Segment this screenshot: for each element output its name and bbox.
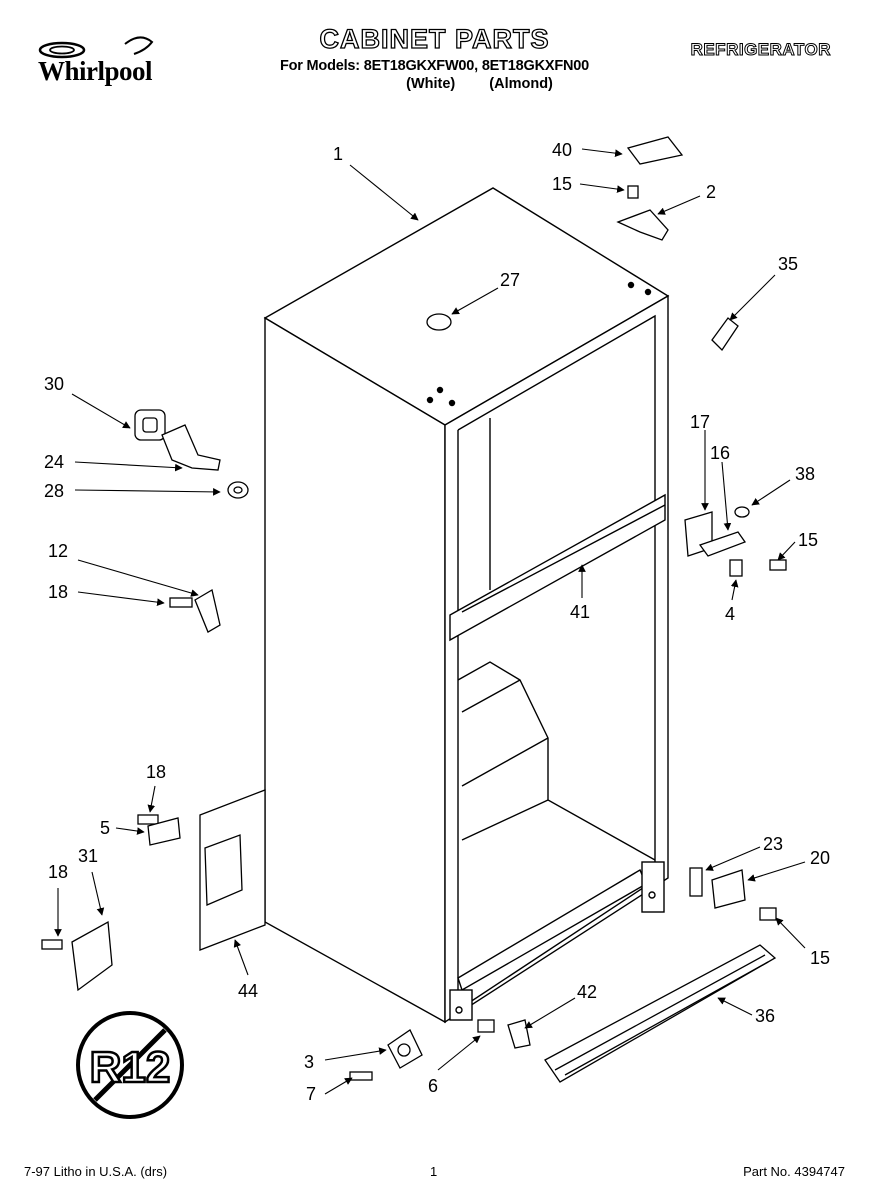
callout-30: 30 xyxy=(44,374,64,394)
callout-16: 16 xyxy=(710,443,730,463)
finish-white: (White) xyxy=(406,76,456,92)
footer-print-info: 7-97 Litho in U.S.A. (drs) xyxy=(24,1164,168,1179)
screw-part-18c xyxy=(41,939,63,950)
parts xyxy=(41,136,787,1083)
callout-28: 28 xyxy=(44,481,64,501)
brand-logo xyxy=(30,36,180,88)
center-hinge-part xyxy=(698,531,747,557)
callout-1: 1 xyxy=(333,144,343,164)
page-title: CABINET PARTS xyxy=(319,23,550,54)
callout-38: 38 xyxy=(795,464,815,484)
cover-part xyxy=(71,920,113,992)
bottom-hinge-part xyxy=(711,869,746,909)
grille-part xyxy=(544,944,777,1083)
callout-12: 12 xyxy=(48,541,68,561)
model-numbers: For Models: 8ET18GKXFW00, 8ET18GKXFN00 xyxy=(279,58,590,74)
callout-20: 20 xyxy=(810,848,830,868)
bracket-part xyxy=(194,588,221,633)
callout-23: 23 xyxy=(763,834,783,854)
screw-part-6 xyxy=(477,1019,495,1033)
callout-41: 41 xyxy=(570,602,590,622)
callout-5: 5 xyxy=(100,818,110,838)
cabinet-body xyxy=(263,187,670,1024)
category-label: REFRIGERATOR xyxy=(690,40,831,60)
washer-part-38 xyxy=(734,506,750,518)
callout-27: 27 xyxy=(500,270,520,290)
clip-part xyxy=(147,817,181,846)
callout-15-top: 15 xyxy=(552,174,572,194)
clip-part-42 xyxy=(507,1019,531,1049)
hinge-pin-part xyxy=(161,424,221,471)
bushing-part xyxy=(711,317,739,352)
callout-6: 6 xyxy=(428,1076,438,1096)
shim-part xyxy=(689,867,703,897)
screw-part-4 xyxy=(729,559,743,577)
finish-almond: (Almond) xyxy=(489,76,553,92)
screw-part xyxy=(627,185,639,199)
callout-numbers: 1 40 15 2 35 27 30 24 28 12 18 17 16 38 … xyxy=(44,140,830,1104)
screw-part-18a xyxy=(169,597,193,608)
leader-lines xyxy=(54,148,806,1095)
screw-part-15c xyxy=(759,907,777,921)
brand-name: Whirlpool xyxy=(38,56,153,86)
screw-part-15b xyxy=(769,559,787,571)
callout-2: 2 xyxy=(706,182,716,202)
callout-18-low: 18 xyxy=(48,862,68,882)
callout-15-bottom: 15 xyxy=(810,948,830,968)
hinge-cover-part xyxy=(626,136,684,165)
callout-40: 40 xyxy=(552,140,572,160)
r12-badge: R12 xyxy=(76,1011,184,1119)
callout-44: 44 xyxy=(238,981,258,1001)
callout-35: 35 xyxy=(778,254,798,274)
callout-4: 4 xyxy=(725,604,735,624)
callout-15-right: 15 xyxy=(798,530,818,550)
plug-part xyxy=(426,313,452,331)
screw-part-18b xyxy=(137,814,159,825)
callout-36: 36 xyxy=(755,1006,775,1026)
footer-part-number: Part No. 4394747 xyxy=(743,1164,845,1179)
callout-3: 3 xyxy=(304,1052,314,1072)
model-finishes: (White) (Almond) xyxy=(0,76,869,92)
callout-31: 31 xyxy=(78,846,98,866)
top-hinge-part xyxy=(616,209,669,241)
callout-42: 42 xyxy=(577,982,597,1002)
r12-text: R12 xyxy=(90,1043,171,1092)
callout-24: 24 xyxy=(44,452,64,472)
callout-17: 17 xyxy=(690,412,710,432)
callout-18-left: 18 xyxy=(48,582,68,602)
whirlpool-swirl-icon xyxy=(38,36,154,59)
callout-7: 7 xyxy=(306,1084,316,1104)
screw-part-7 xyxy=(349,1071,373,1081)
footer-page-number: 1 xyxy=(430,1164,438,1179)
callout-18-mid: 18 xyxy=(146,762,166,782)
